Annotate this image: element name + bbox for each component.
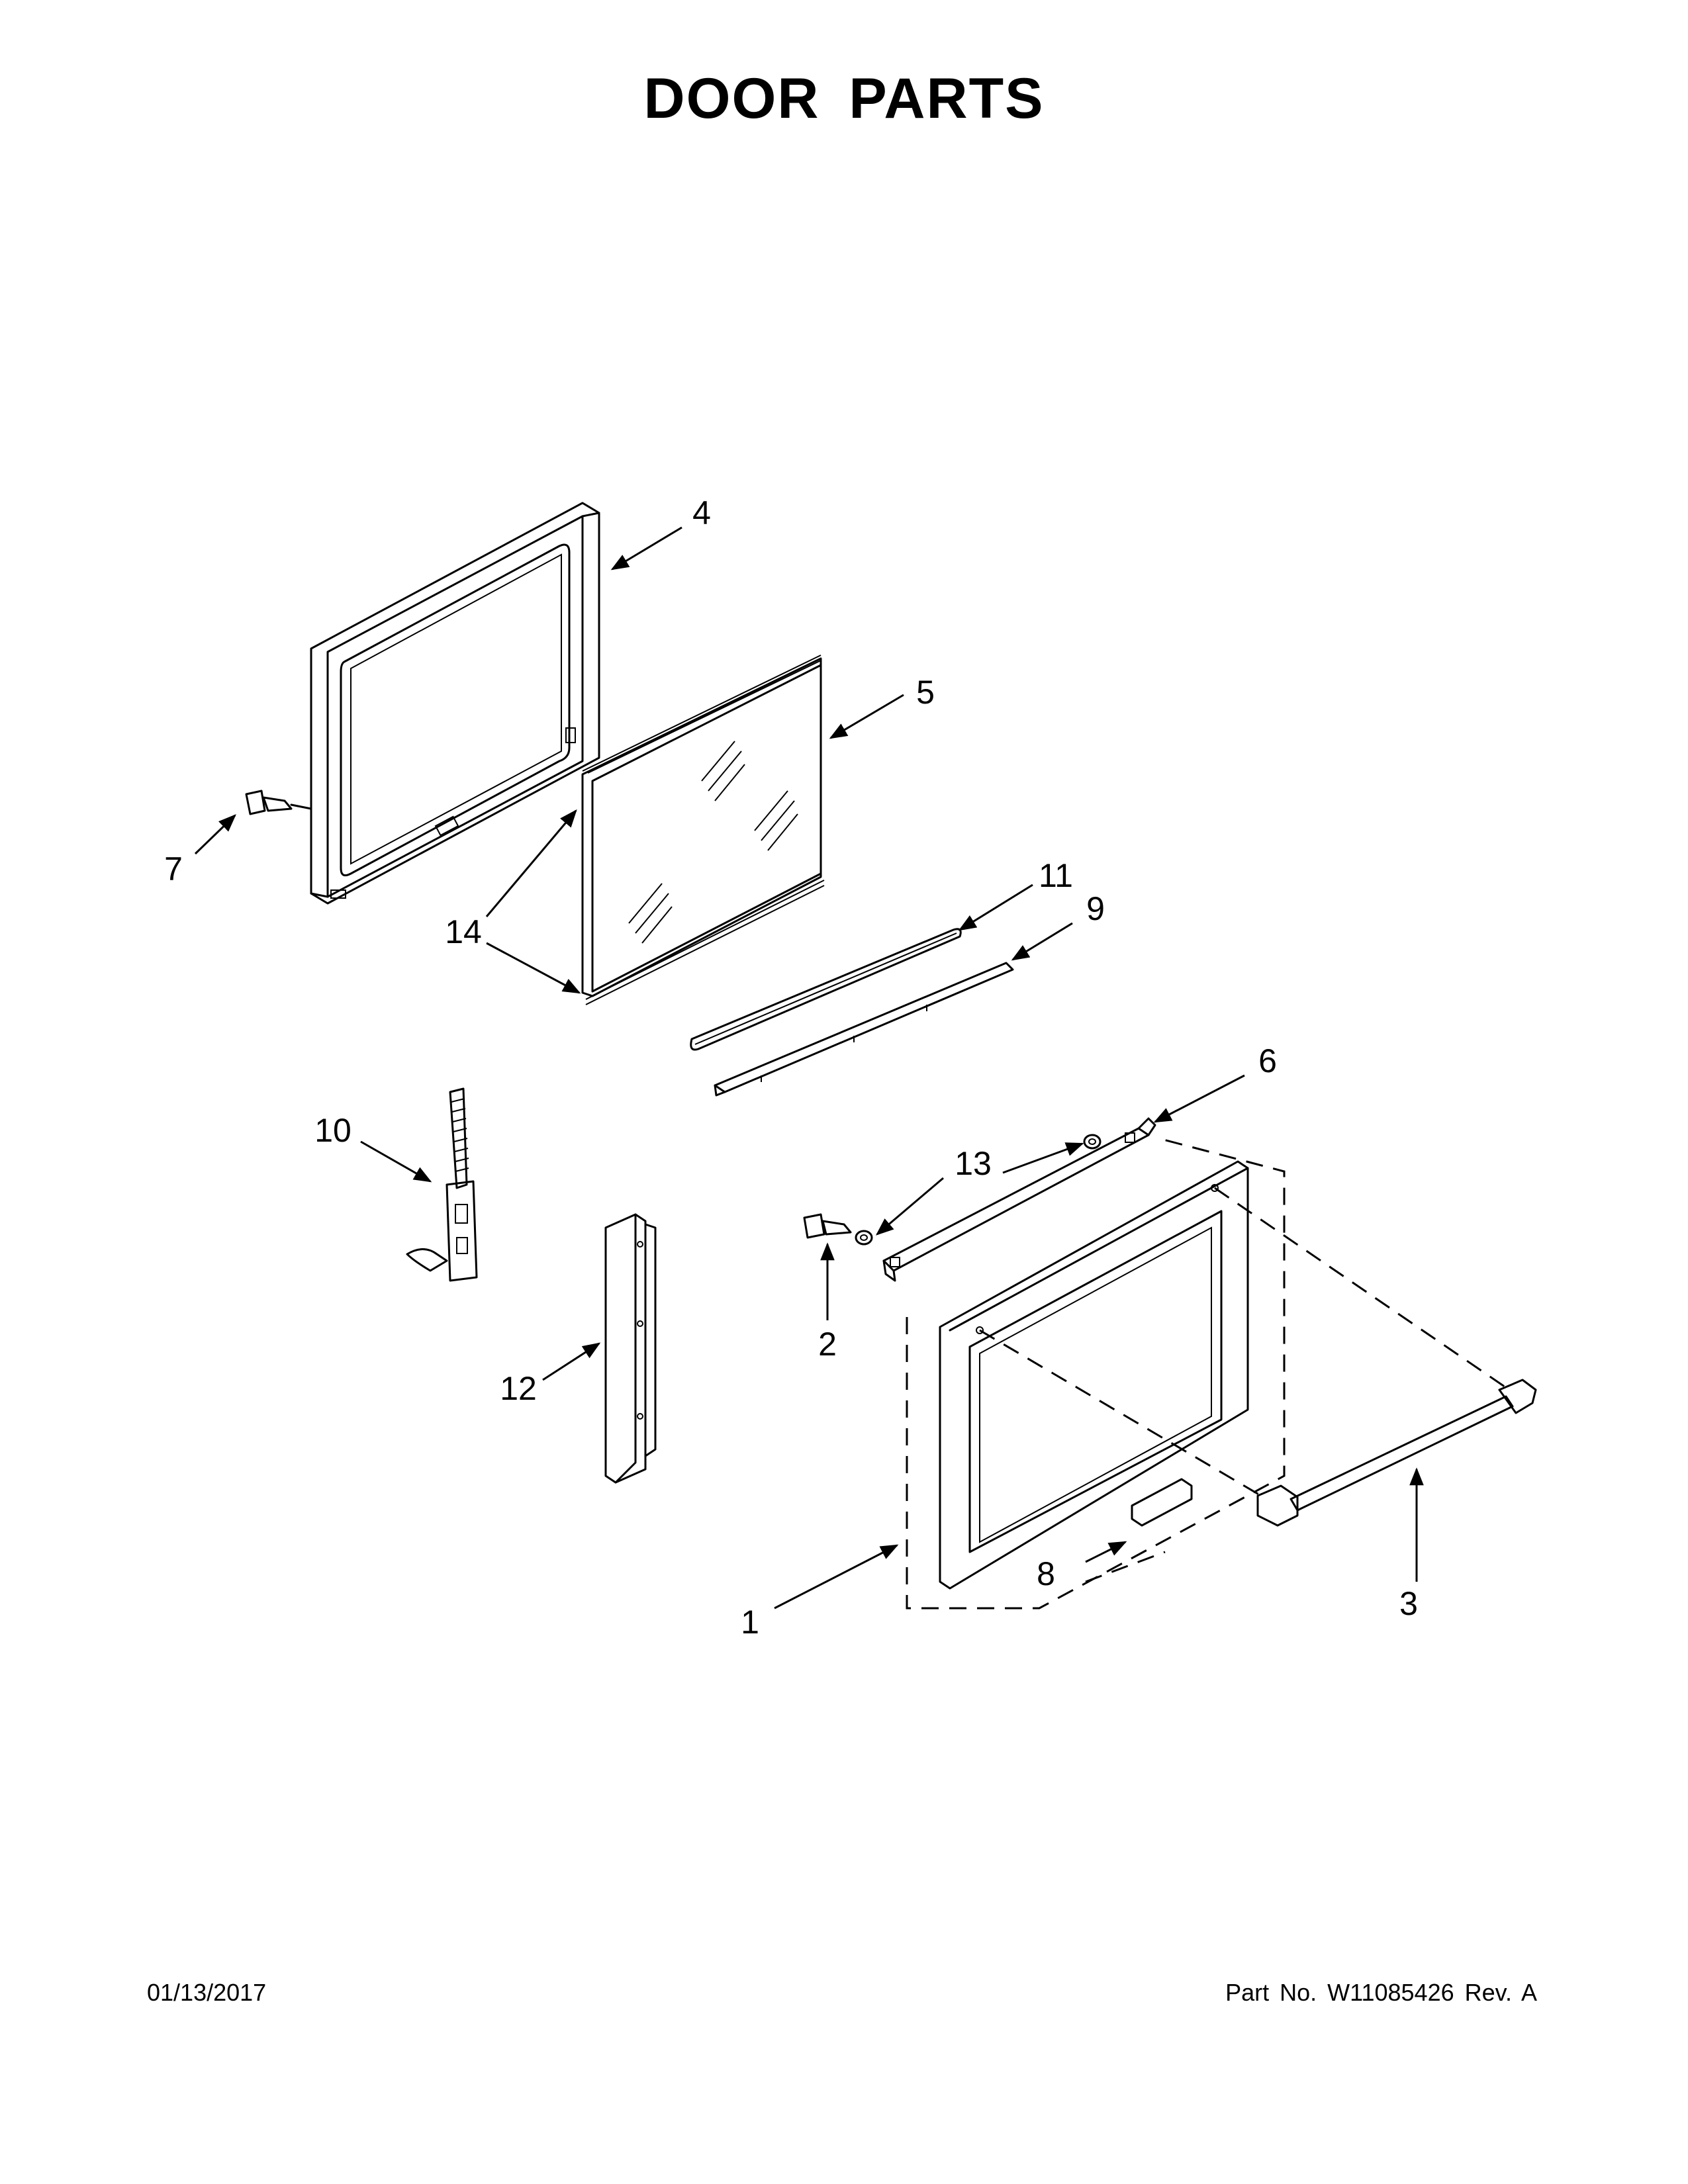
callout-13: 13 <box>955 1145 992 1182</box>
callout-6: 6 <box>1258 1042 1277 1079</box>
callout-2: 2 <box>818 1326 837 1363</box>
outer-door-panel <box>939 1160 1249 1590</box>
nameplate <box>1131 1478 1193 1527</box>
door-vent <box>714 962 1014 1097</box>
door-trim <box>690 928 962 1051</box>
page-title: DOOR PARTS <box>643 67 1045 130</box>
assembly-dashed-lines <box>906 1137 1510 1610</box>
callout-labels: 4 5 7 14 11 9 6 13 10 2 12 8 1 3 <box>164 494 1418 1641</box>
washer-top <box>1083 1134 1102 1150</box>
door-hinge <box>406 1087 478 1282</box>
side-trim <box>604 1213 657 1484</box>
screw-right <box>803 1213 873 1246</box>
screw-left <box>245 790 312 815</box>
callout-7: 7 <box>164 850 183 887</box>
callout-8: 8 <box>1037 1555 1055 1592</box>
callout-10: 10 <box>314 1112 352 1149</box>
leader-lines <box>194 526 1424 1610</box>
callout-1: 1 <box>741 1604 759 1641</box>
callout-14: 14 <box>445 913 482 950</box>
callout-3: 3 <box>1399 1585 1418 1622</box>
callout-11: 11 <box>1039 857 1073 894</box>
callout-5: 5 <box>916 674 935 711</box>
door-channel <box>882 1117 1156 1282</box>
callout-9: 9 <box>1086 890 1105 927</box>
footer-part-number: Part No. W11085426 Rev. A <box>1225 1979 1537 2006</box>
door-glass <box>581 655 825 1005</box>
footer-date: 01/13/2017 <box>147 1979 267 2006</box>
callout-4: 4 <box>692 494 711 531</box>
inner-door-panel <box>310 502 600 905</box>
callout-12: 12 <box>500 1370 537 1407</box>
door-handle <box>1256 1379 1537 1527</box>
